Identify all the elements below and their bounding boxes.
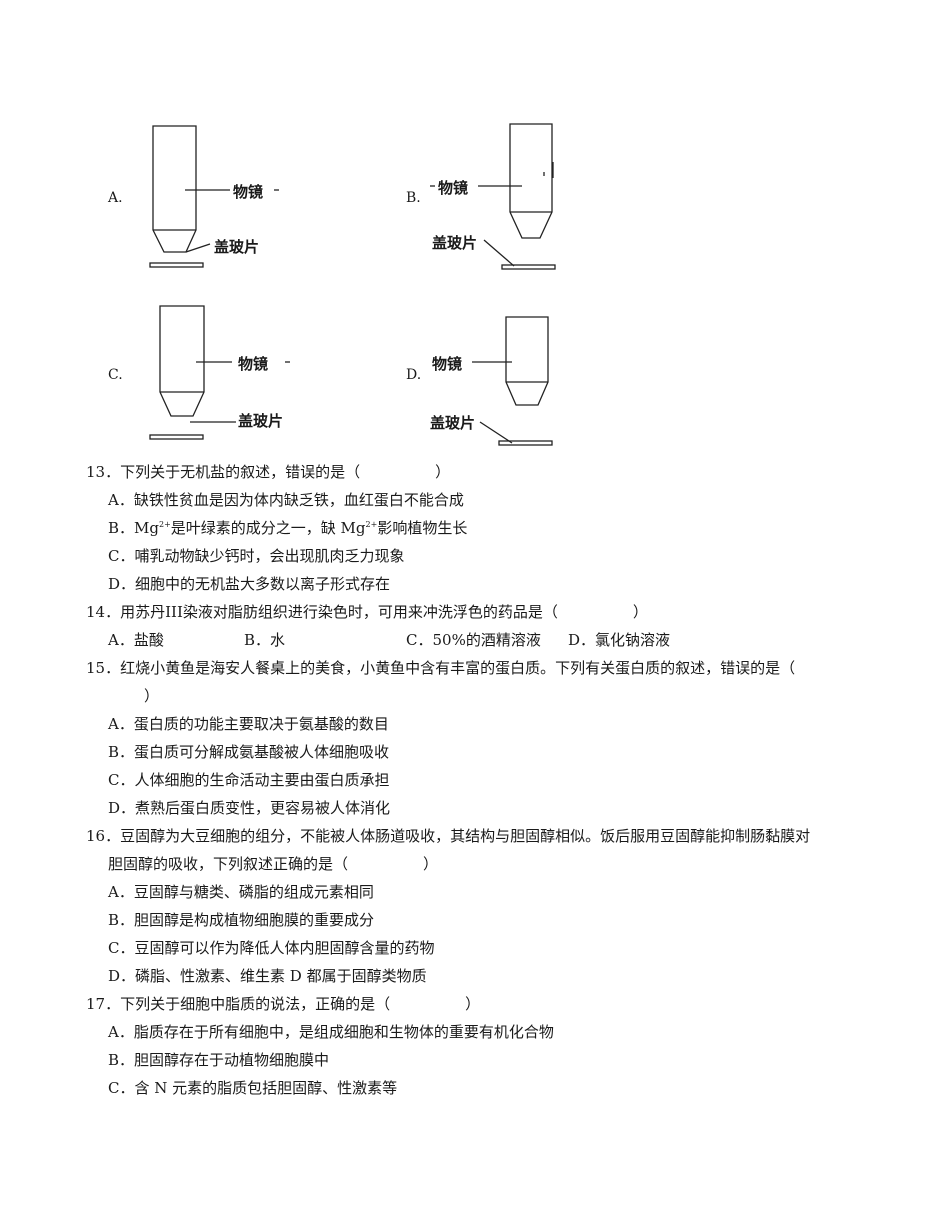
slide-label-a: 盖玻片 xyxy=(214,238,260,256)
objective-label-b: 物镜 xyxy=(438,179,469,197)
q14-option-a: A．盐酸 xyxy=(108,631,164,649)
objective-lens-b xyxy=(509,123,553,239)
cover-slip-a xyxy=(149,262,204,268)
option-label-b: B. xyxy=(406,190,421,206)
q13-option-b-suffix: 影响植物生长 xyxy=(377,519,468,537)
q16-option-d: D．磷脂、性激素、维生素 D 都属于固醇类物质 xyxy=(108,967,427,985)
q13-option-a: A．缺铁性贫血是因为体内缺乏铁，血红蛋白不能合成 xyxy=(108,491,464,509)
q16-option-a: A．豆固醇与糖类、磷脂的组成元素相同 xyxy=(108,883,374,901)
q17-stem: 17．下列关于细胞中脂质的说法，正确的是（ ） xyxy=(86,995,481,1013)
microscope-options-figure xyxy=(149,123,556,446)
q15-option-b: B．蛋白质可分解成氨基酸被人体细胞吸收 xyxy=(108,743,390,761)
cover-slip-d xyxy=(498,440,553,446)
q13-option-b-sup1: 2+ xyxy=(158,520,171,529)
diagram-b xyxy=(430,123,556,270)
cover-slip-c xyxy=(149,434,204,440)
objective-lens-c xyxy=(159,305,205,417)
q17-option-c: C．含 N 元素的脂质包括胆固醇、性激素等 xyxy=(108,1079,398,1097)
q15-option-c: C．人体细胞的生命活动主要由蛋白质承担 xyxy=(108,771,390,789)
diagram-c xyxy=(149,305,290,440)
diagram-d xyxy=(472,316,553,446)
q14-options-row: A．盐酸 B．水 C．50%的酒精溶液 D．氯化钠溶液 xyxy=(0,630,950,650)
q17-option-a: A．脂质存在于所有细胞中，是组成细胞和生物体的重要有机化合物 xyxy=(108,1023,554,1041)
slide-pointer-b xyxy=(483,239,515,267)
objective-lens-d xyxy=(505,316,549,406)
q15-option-a: A．蛋白质的功能主要取决于氨基酸的数目 xyxy=(108,715,389,733)
objective-label-c: 物镜 xyxy=(238,355,269,373)
q13-option-b-sup2: 2+ xyxy=(365,520,378,529)
option-label-d: D. xyxy=(406,367,422,383)
q15-option-d: D．煮熟后蛋白质变性，更容易被人体消化 xyxy=(108,799,391,817)
slide-pointer-a xyxy=(185,243,211,253)
q16-stem-continued: 胆固醇的吸收，下列叙述正确的是（ ） xyxy=(108,855,439,873)
slide-label-b: 盖玻片 xyxy=(432,234,478,252)
q14-stem: 14．用苏丹III染液对脂肪组织进行染色时，可用来冲洗浮色的药品是（ ） xyxy=(86,603,648,621)
cover-slip-b xyxy=(501,264,556,270)
q14-option-d: D．氯化钠溶液 xyxy=(568,631,671,649)
slide-label-c: 盖玻片 xyxy=(238,412,284,430)
q17-option-b: B．胆固醇存在于动植物细胞膜中 xyxy=(108,1051,330,1069)
objective-label-d: 物镜 xyxy=(432,355,463,373)
q13-option-c: C．哺乳动物缺少钙时，会出现肌肉乏力现象 xyxy=(108,547,405,565)
q13-option-b: B．Mg2+是叶绿素的成分之一，缺 Mg2+影响植物生长 xyxy=(108,518,467,538)
q13-option-b-mid: 是叶绿素的成分之一，缺 Mg xyxy=(170,519,366,537)
q15-stem-continued: ） xyxy=(144,687,160,705)
slide-pointer-d xyxy=(479,421,513,444)
objective-lens-a xyxy=(152,125,197,253)
objective-label-a: 物镜 xyxy=(233,183,264,201)
q16-option-b: B．胆固醇是构成植物细胞膜的重要成分 xyxy=(108,911,375,929)
q14-option-b: B．水 xyxy=(244,631,286,649)
diagram-a xyxy=(149,125,279,268)
q13-stem: 13．下列关于无机盐的叙述，错误的是（ ） xyxy=(86,463,451,481)
option-label-a: A. xyxy=(108,190,123,206)
q14-option-c: C．50%的酒精溶液 xyxy=(406,631,541,649)
q13-option-b-prefix: B．Mg xyxy=(108,519,159,537)
q16-stem: 16．豆固醇为大豆细胞的组分，不能被人体肠道吸收，其结构与胆固醇相似。饭后服用豆… xyxy=(86,827,811,845)
option-label-c: C. xyxy=(108,367,123,383)
q16-option-c: C．豆固醇可以作为降低人体内胆固醇含量的药物 xyxy=(108,939,435,957)
slide-label-d: 盖玻片 xyxy=(430,414,476,432)
q13-option-d: D．细胞中的无机盐大多数以离子形式存在 xyxy=(108,575,391,593)
q15-stem: 15．红烧小黄鱼是海安人餐桌上的美食，小黄鱼中含有丰富的蛋白质。下列有关蛋白质的… xyxy=(86,659,796,677)
